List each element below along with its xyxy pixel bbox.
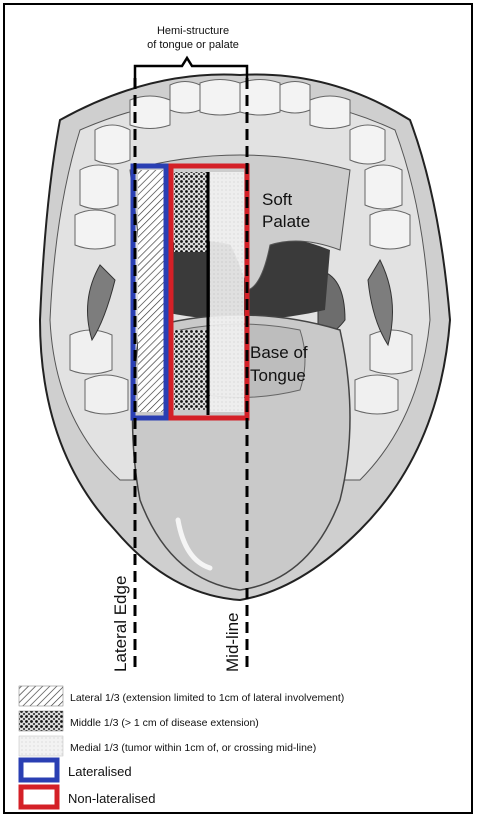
base-tongue-label-line2: Tongue <box>250 366 306 385</box>
legend-label-medial: Medial 1/3 (tumor within 1cm of, or cros… <box>70 742 316 754</box>
legend-label-non-lateralised: Non-lateralised <box>68 791 155 806</box>
middle-third-zone-lower <box>174 330 208 410</box>
soft-palate-label-line1: Soft <box>262 190 293 209</box>
legend-label-lateralised: Lateralised <box>68 764 132 779</box>
lateral-edge-label: Lateral Edge <box>111 576 130 672</box>
bracket-label-line2: of tongue or palate <box>147 39 239 51</box>
legend-swatch-medial <box>19 736 63 756</box>
legend-swatch-lateralised <box>21 760 57 780</box>
legend-swatch-middle <box>19 711 63 731</box>
legend: Lateral 1/3 (extension limited to 1cm of… <box>19 686 344 807</box>
lateral-third-zone <box>138 170 166 412</box>
legend-label-middle: Middle 1/3 (> 1 cm of disease extension) <box>70 717 259 729</box>
soft-palate-label-line2: Palate <box>262 212 310 231</box>
mid-line-label: Mid-line <box>223 612 242 672</box>
middle-third-zone-upper <box>174 172 208 252</box>
base-tongue-label-line1: Base of <box>250 343 308 362</box>
legend-label-lateral: Lateral 1/3 (extension limited to 1cm of… <box>70 692 344 704</box>
legend-swatch-non-lateralised <box>21 787 57 807</box>
medial-third-zone <box>210 172 244 412</box>
legend-swatch-lateral <box>19 686 63 706</box>
bracket-label-line1: Hemi-structure <box>157 25 229 37</box>
